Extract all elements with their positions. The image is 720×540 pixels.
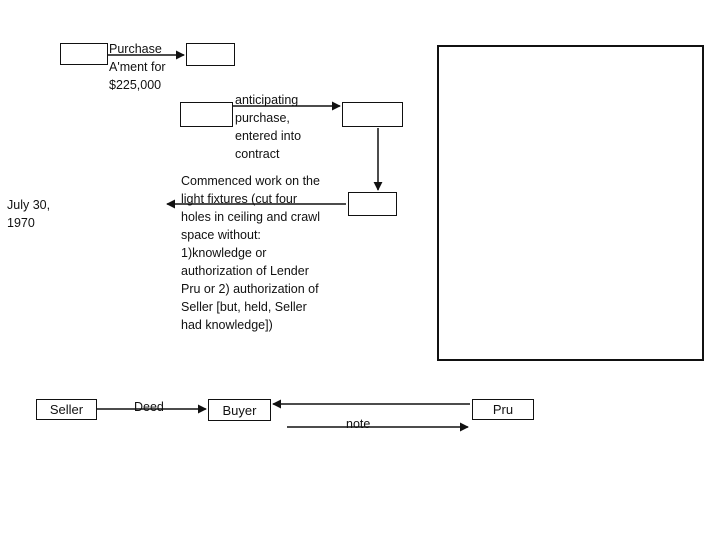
- party-box-4: [342, 102, 403, 127]
- seller-box: Seller: [36, 399, 97, 420]
- party-box-2: [186, 43, 235, 66]
- commenced-work-label: Commenced work on the light fixtures (cu…: [181, 174, 320, 332]
- anticipating-purchase-label: anticipating purchase, entered into cont…: [235, 93, 302, 161]
- purchase-agreement-label: Purchase A'ment for $225,000: [109, 42, 166, 92]
- empty-panel: [437, 45, 704, 361]
- buyer-box: Buyer: [208, 399, 271, 421]
- date-label: July 30, 1970: [7, 198, 51, 230]
- party-box-1: [60, 43, 108, 65]
- party-box-5: [348, 192, 397, 216]
- deed-label: Deed: [134, 400, 164, 414]
- party-box-3: [180, 102, 233, 127]
- lender-box: Pru: [472, 399, 534, 420]
- note-label: note: [346, 417, 371, 431]
